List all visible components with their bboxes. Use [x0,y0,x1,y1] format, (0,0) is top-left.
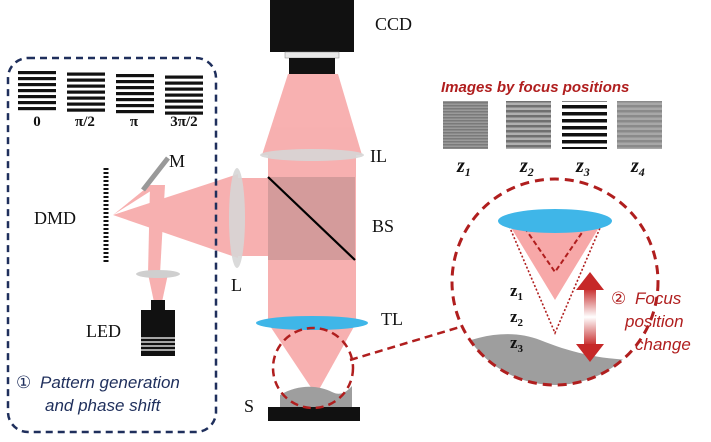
bs-label: BS [372,216,394,236]
focus-image-z3 [562,101,607,149]
phase-label-0: 0 [33,114,41,130]
stripe [67,72,105,76]
phase-patterns [18,71,203,115]
m-label: M [169,151,185,171]
svg-text:z1: z1 [510,281,523,303]
focus-change-arrow [576,272,604,362]
stripe [67,96,105,100]
stripe [165,99,203,103]
stripe [18,107,56,111]
stripe [165,105,203,109]
l-label: L [231,275,242,295]
stripe [18,89,56,93]
beam-dmd-to-bs [113,174,238,258]
phase-pattern-3 [165,75,203,115]
beam-mirror-to-led [148,185,165,274]
caption2-line2: position [624,312,684,331]
beam-led-to-collimator [148,274,168,302]
svg-text:z3: z3 [575,155,590,179]
caption1-number: ① [16,373,31,392]
caption2-number: ② [611,289,626,308]
beam-dmd-to-mirror [113,185,160,215]
phase-labels: 0 π/2 π 3π/2 [33,114,197,130]
zoom-inset [450,177,660,387]
il-label: IL [370,146,387,166]
focus-image-z1 [443,101,488,149]
pattern-generation-box [6,56,218,434]
ccd-label: CCD [375,14,412,34]
imaging-lens [260,149,364,161]
beam-tl-to-sample [268,323,356,395]
caption2-line3: change [635,335,691,354]
dmd-label: DMD [34,208,76,228]
tube-lens [256,316,368,330]
phase-label-3: 3π/2 [170,114,197,130]
beam-splitter [267,176,356,261]
caption1-line2: and phase shift [45,396,162,415]
sample-stage [268,386,360,421]
svg-text:z2: z2 [519,155,534,179]
zoom-labels: z1 z2 z3 [510,281,524,355]
focus-caption: ② Focus position change [611,289,691,354]
caption2-line1: Focus [635,289,682,308]
phase-label-2: π [130,114,139,130]
tl-label: TL [381,309,403,329]
stripe [67,84,105,88]
led-source [141,300,175,356]
svg-text:z2: z2 [510,307,524,329]
pattern-caption: ① Pattern generation and phase shift [16,373,180,415]
stripe [116,98,154,102]
sample-zoom-marker [271,326,355,410]
stripe [18,95,56,99]
zoom-connector [349,325,461,362]
stripe [18,101,56,105]
phase-pattern-1 [67,72,105,112]
stripe [165,87,203,91]
focus-images [443,101,662,149]
focus-image-labels: z1 z2 z3 z4 [456,155,645,179]
stripe [165,81,203,85]
svg-text:z3: z3 [510,333,524,355]
stripe [67,90,105,94]
caption1-line1: Pattern generation [40,373,180,392]
collimator-lens [136,270,180,278]
svg-text:z4: z4 [630,155,645,179]
lens-l [229,168,245,268]
stripe [67,102,105,106]
stripe [67,108,105,112]
stripe [18,83,56,87]
svg-text:① Pattern generation: ① Pattern generation [16,373,180,392]
focus-image-z2 [506,101,551,149]
phase-pattern-2 [116,74,154,114]
stripe [18,71,56,75]
stripe [18,77,56,81]
phase-pattern-0 [18,71,56,111]
svg-text:z1: z1 [456,155,471,179]
stripe [116,86,154,90]
s-label: S [244,396,254,416]
svg-text:② Focus: ② Focus [611,289,682,308]
ccd-camera [270,0,354,74]
stripe [67,78,105,82]
stripe [116,104,154,108]
mirror [141,156,170,192]
stripe [165,93,203,97]
stripe [165,111,203,115]
stripe [116,110,154,114]
images-title: Images by focus positions [441,79,629,96]
stripe [165,75,203,79]
stripe [116,92,154,96]
beam-ccd-to-il [262,74,362,155]
stripe [116,80,154,84]
phase-label-1: π/2 [75,114,95,130]
led-label: LED [86,321,121,341]
focus-image-z4 [617,101,662,149]
stripe [116,74,154,78]
